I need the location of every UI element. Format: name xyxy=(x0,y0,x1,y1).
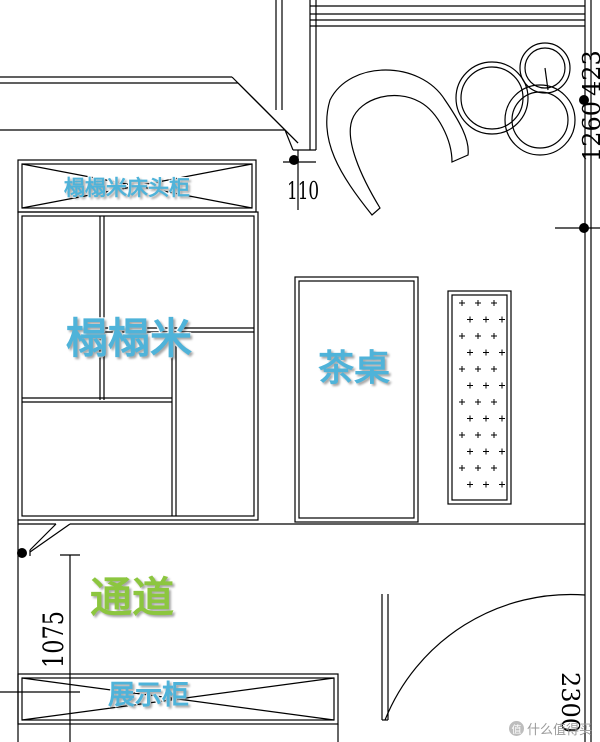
label-tatami: 榻榻米 xyxy=(66,314,193,363)
label-tea-table: 茶桌 xyxy=(318,348,391,389)
dimension-1260: 1260 xyxy=(578,100,600,162)
dimension-lines xyxy=(0,150,600,742)
door-swing xyxy=(381,593,586,721)
dimension-110: 110 xyxy=(287,177,320,205)
armchair xyxy=(326,69,469,216)
label-display-cabinet: 展示柜 xyxy=(108,680,189,711)
tatami-mats xyxy=(17,211,259,521)
dimension-dots xyxy=(17,95,589,558)
label-passage: 通道 xyxy=(90,573,175,622)
top-wall xyxy=(0,0,299,151)
display-cabinet xyxy=(17,673,339,742)
cushion xyxy=(447,290,512,505)
dimension-1075: 1075 xyxy=(37,610,70,668)
watermark-icon: 值 xyxy=(508,721,524,736)
watermark: 值 什么值得买 xyxy=(508,719,592,738)
cushion-stitches xyxy=(459,300,505,488)
watermark-text: 什么值得买 xyxy=(526,723,592,738)
window-frame xyxy=(298,0,592,742)
label-tatami-headboard: 榻榻米床头柜 xyxy=(64,176,190,200)
tea-table xyxy=(294,276,419,523)
dimension-423: 423 xyxy=(578,50,600,96)
round-table-set xyxy=(455,42,576,156)
